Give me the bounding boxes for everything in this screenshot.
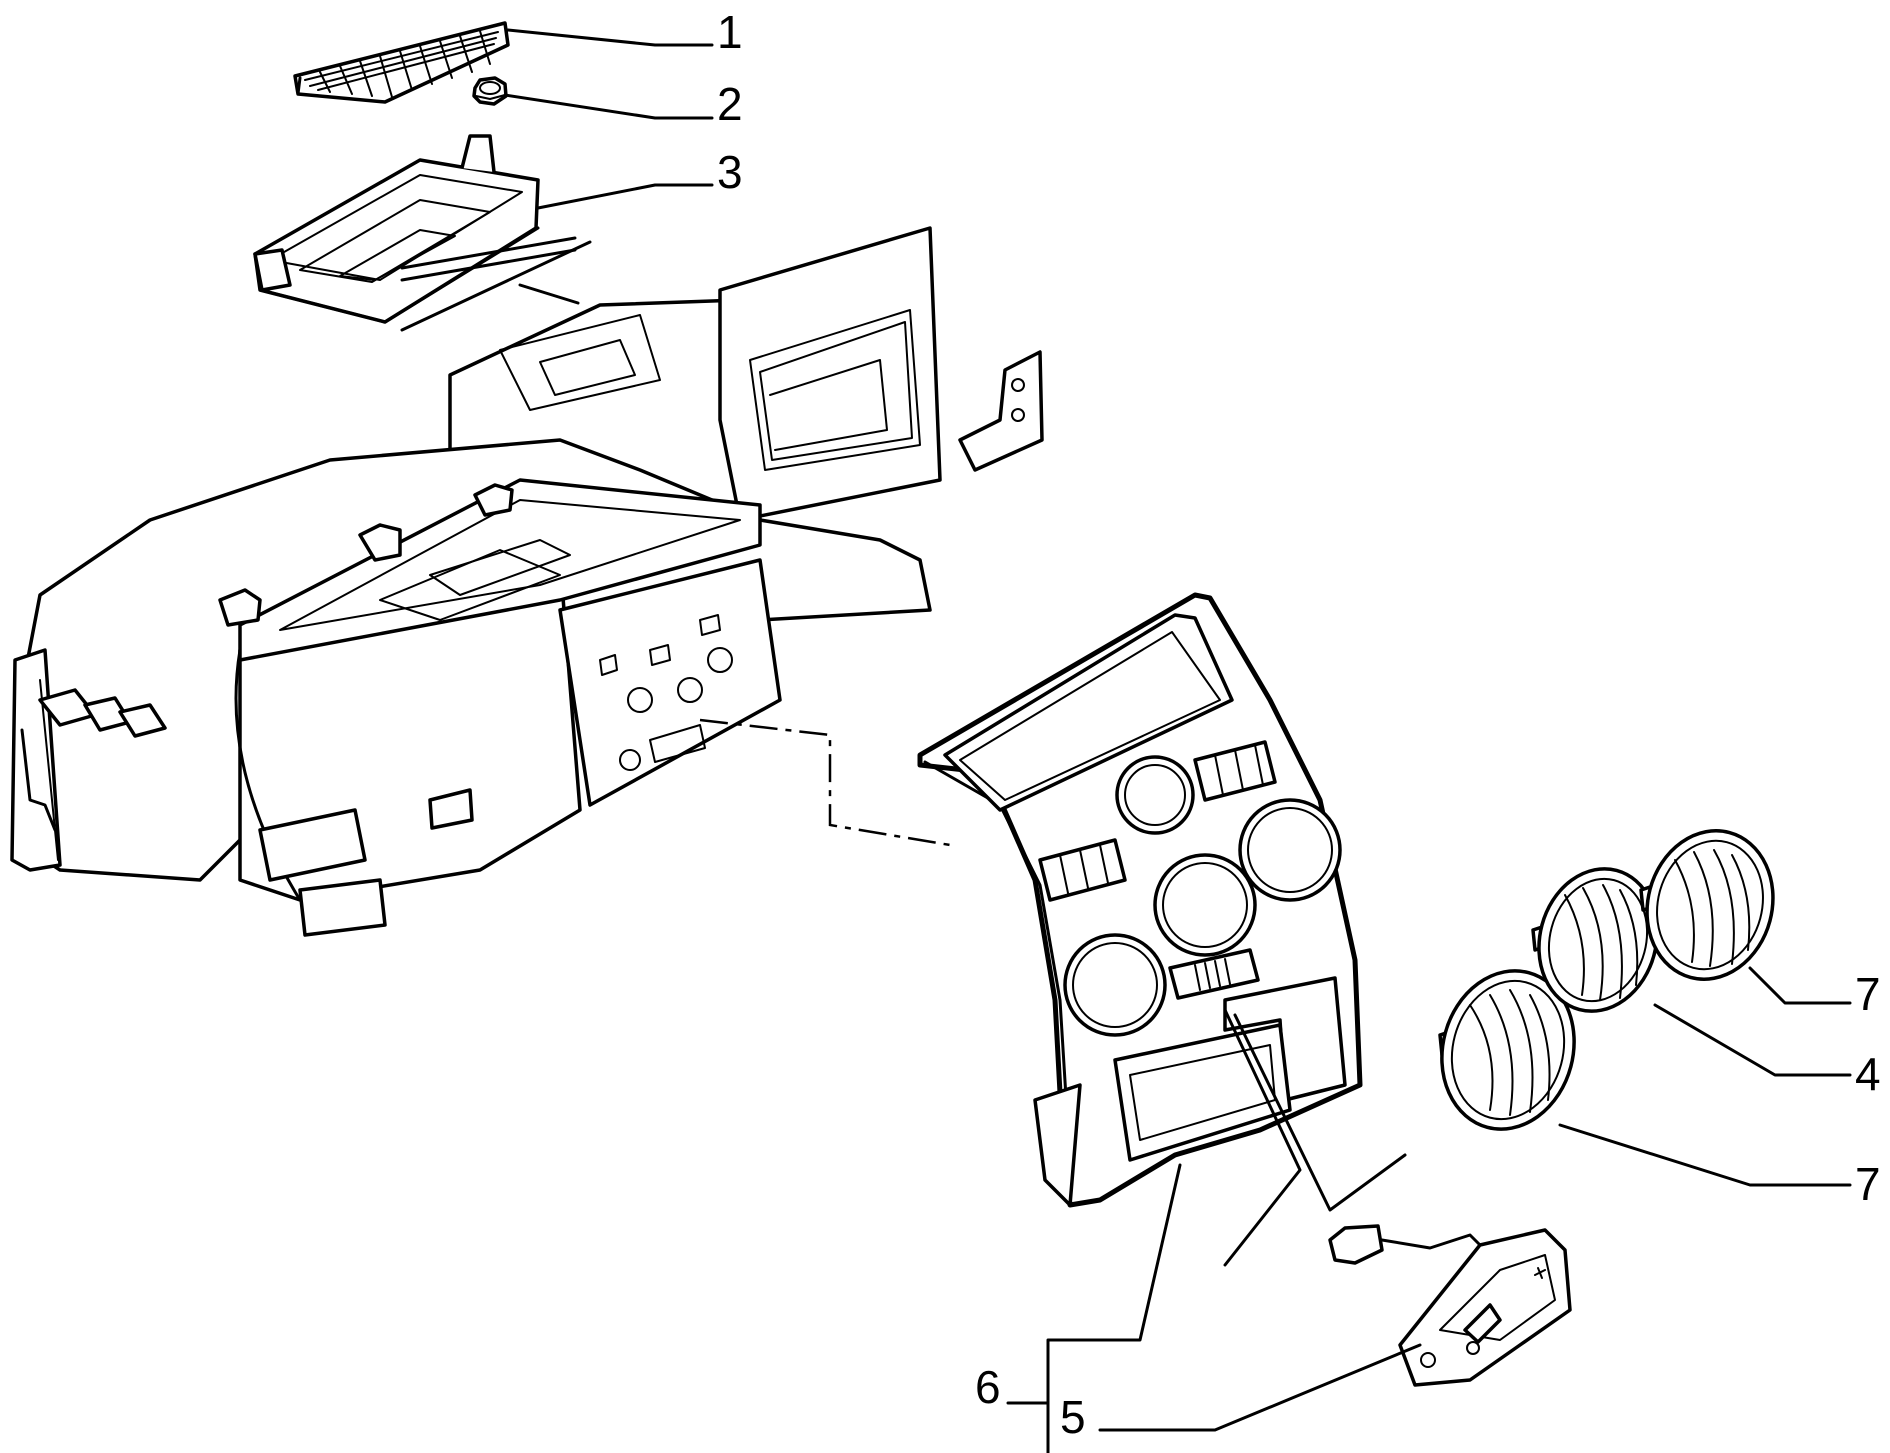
leader-switch-b (1233, 1013, 1407, 1212)
knob-7-lower (1438, 969, 1576, 1131)
heater-unit-assembly (10, 226, 1044, 937)
part-3-filter-cover (253, 134, 592, 332)
callout-3: 3 (717, 146, 743, 198)
part-1-cabin-filter (293, 21, 510, 104)
callout-leaders (503, 28, 1852, 1453)
leader-switch-a (1223, 1008, 1302, 1267)
callout-1: 1 (717, 6, 743, 58)
callout-4: 4 (1855, 1048, 1881, 1100)
part-6-console-panel (917, 592, 1363, 1208)
callout-6: 6 (975, 1361, 1001, 1413)
knob-7-upper (1639, 829, 1775, 981)
part-2-nut (472, 76, 508, 106)
part-5-switch (1328, 1224, 1572, 1387)
callout-7-lower: 7 (1855, 1158, 1881, 1210)
callout-2: 2 (717, 78, 743, 130)
knob-4 (1531, 867, 1659, 1013)
callout-5: 5 (1060, 1391, 1086, 1443)
callout-7-upper: 7 (1855, 968, 1881, 1020)
dash-leader-line (699, 718, 951, 847)
